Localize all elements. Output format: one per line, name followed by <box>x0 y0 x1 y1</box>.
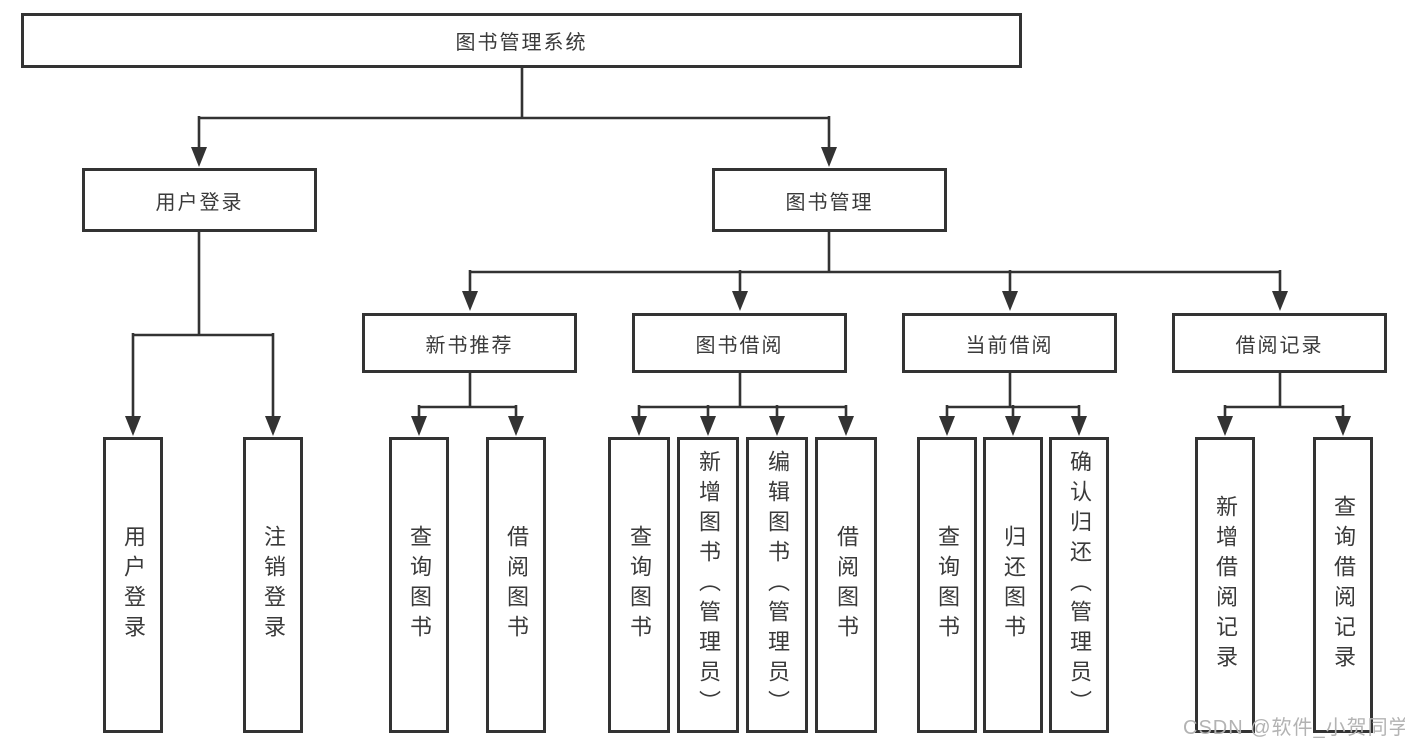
arrow-down-icon <box>508 416 524 436</box>
node-label: 查询图书 <box>935 525 960 645</box>
node-label: 借阅记录 <box>1235 334 1324 357</box>
leaf-borrow-books-2: 借阅图书 <box>815 437 877 733</box>
leaf-add-books-admin: 新增图书（管理员） <box>677 437 739 733</box>
arrow-down-icon <box>462 291 478 311</box>
node-new-book-recommend: 新书推荐 <box>362 313 577 373</box>
leaf-edit-books-admin: 编辑图书（管理员） <box>746 437 808 733</box>
node-book-management: 图书管理 <box>712 168 947 232</box>
node-label: 确认归还（管理员） <box>1067 450 1092 720</box>
arrow-down-icon <box>700 416 716 436</box>
node-label: 编辑图书（管理员） <box>765 450 790 720</box>
arrow-down-icon <box>821 147 837 167</box>
node-label: 当前借阅 <box>965 334 1054 357</box>
node-label: 查询借阅记录 <box>1331 495 1356 675</box>
leaf-confirm-return-admin: 确认归还（管理员） <box>1049 437 1109 733</box>
node-root-system: 图书管理系统 <box>21 13 1022 68</box>
node-label: 借阅图书 <box>504 525 529 645</box>
leaf-query-borrow-record: 查询借阅记录 <box>1313 437 1373 733</box>
arrow-down-icon <box>1335 416 1351 436</box>
node-label: 查询图书 <box>407 525 432 645</box>
node-label: 借阅图书 <box>834 525 859 645</box>
leaf-user-login: 用户登录 <box>103 437 163 733</box>
node-borrowing-records: 借阅记录 <box>1172 313 1387 373</box>
arrow-down-icon <box>411 416 427 436</box>
leaf-borrow-books-1: 借阅图书 <box>486 437 546 733</box>
node-label: 归还图书 <box>1001 525 1026 645</box>
leaf-logout: 注销登录 <box>243 437 303 733</box>
node-label: 新增图书（管理员） <box>696 450 721 720</box>
node-label: 图书借阅 <box>695 334 784 357</box>
arrow-down-icon <box>191 147 207 167</box>
leaf-query-books-2: 查询图书 <box>608 437 670 733</box>
arrow-down-icon <box>1071 416 1087 436</box>
node-label: 用户登录 <box>121 525 146 645</box>
arrow-down-icon <box>1217 416 1233 436</box>
node-label: 查询图书 <box>627 525 652 645</box>
arrow-down-icon <box>1272 291 1288 311</box>
node-book-borrowing: 图书借阅 <box>632 313 847 373</box>
csdn-watermark: CSDN @软件_小贺同学 <box>1183 717 1405 739</box>
arrow-down-icon <box>265 416 281 436</box>
leaf-add-borrow-record: 新增借阅记录 <box>1195 437 1255 733</box>
tree-connectors <box>125 67 1351 436</box>
arrow-down-icon <box>1002 291 1018 311</box>
arrow-down-icon <box>732 291 748 311</box>
arrow-down-icon <box>939 416 955 436</box>
node-current-borrowing: 当前借阅 <box>902 313 1117 373</box>
node-label: 注销登录 <box>261 525 286 645</box>
leaf-query-books-1: 查询图书 <box>389 437 449 733</box>
node-label: 用户登录 <box>155 191 244 214</box>
leaf-return-books: 归还图书 <box>983 437 1043 733</box>
node-label: 图书管理 <box>785 191 874 214</box>
arrow-down-icon <box>769 416 785 436</box>
arrow-down-icon <box>631 416 647 436</box>
arrow-down-icon <box>125 416 141 436</box>
node-user-login: 用户登录 <box>82 168 317 232</box>
node-label: 新书推荐 <box>425 334 514 357</box>
leaf-query-books-3: 查询图书 <box>917 437 977 733</box>
arrow-down-icon <box>838 416 854 436</box>
node-label: 图书管理系统 <box>455 32 588 54</box>
node-label: 新增借阅记录 <box>1213 495 1238 675</box>
arrow-down-icon <box>1005 416 1021 436</box>
